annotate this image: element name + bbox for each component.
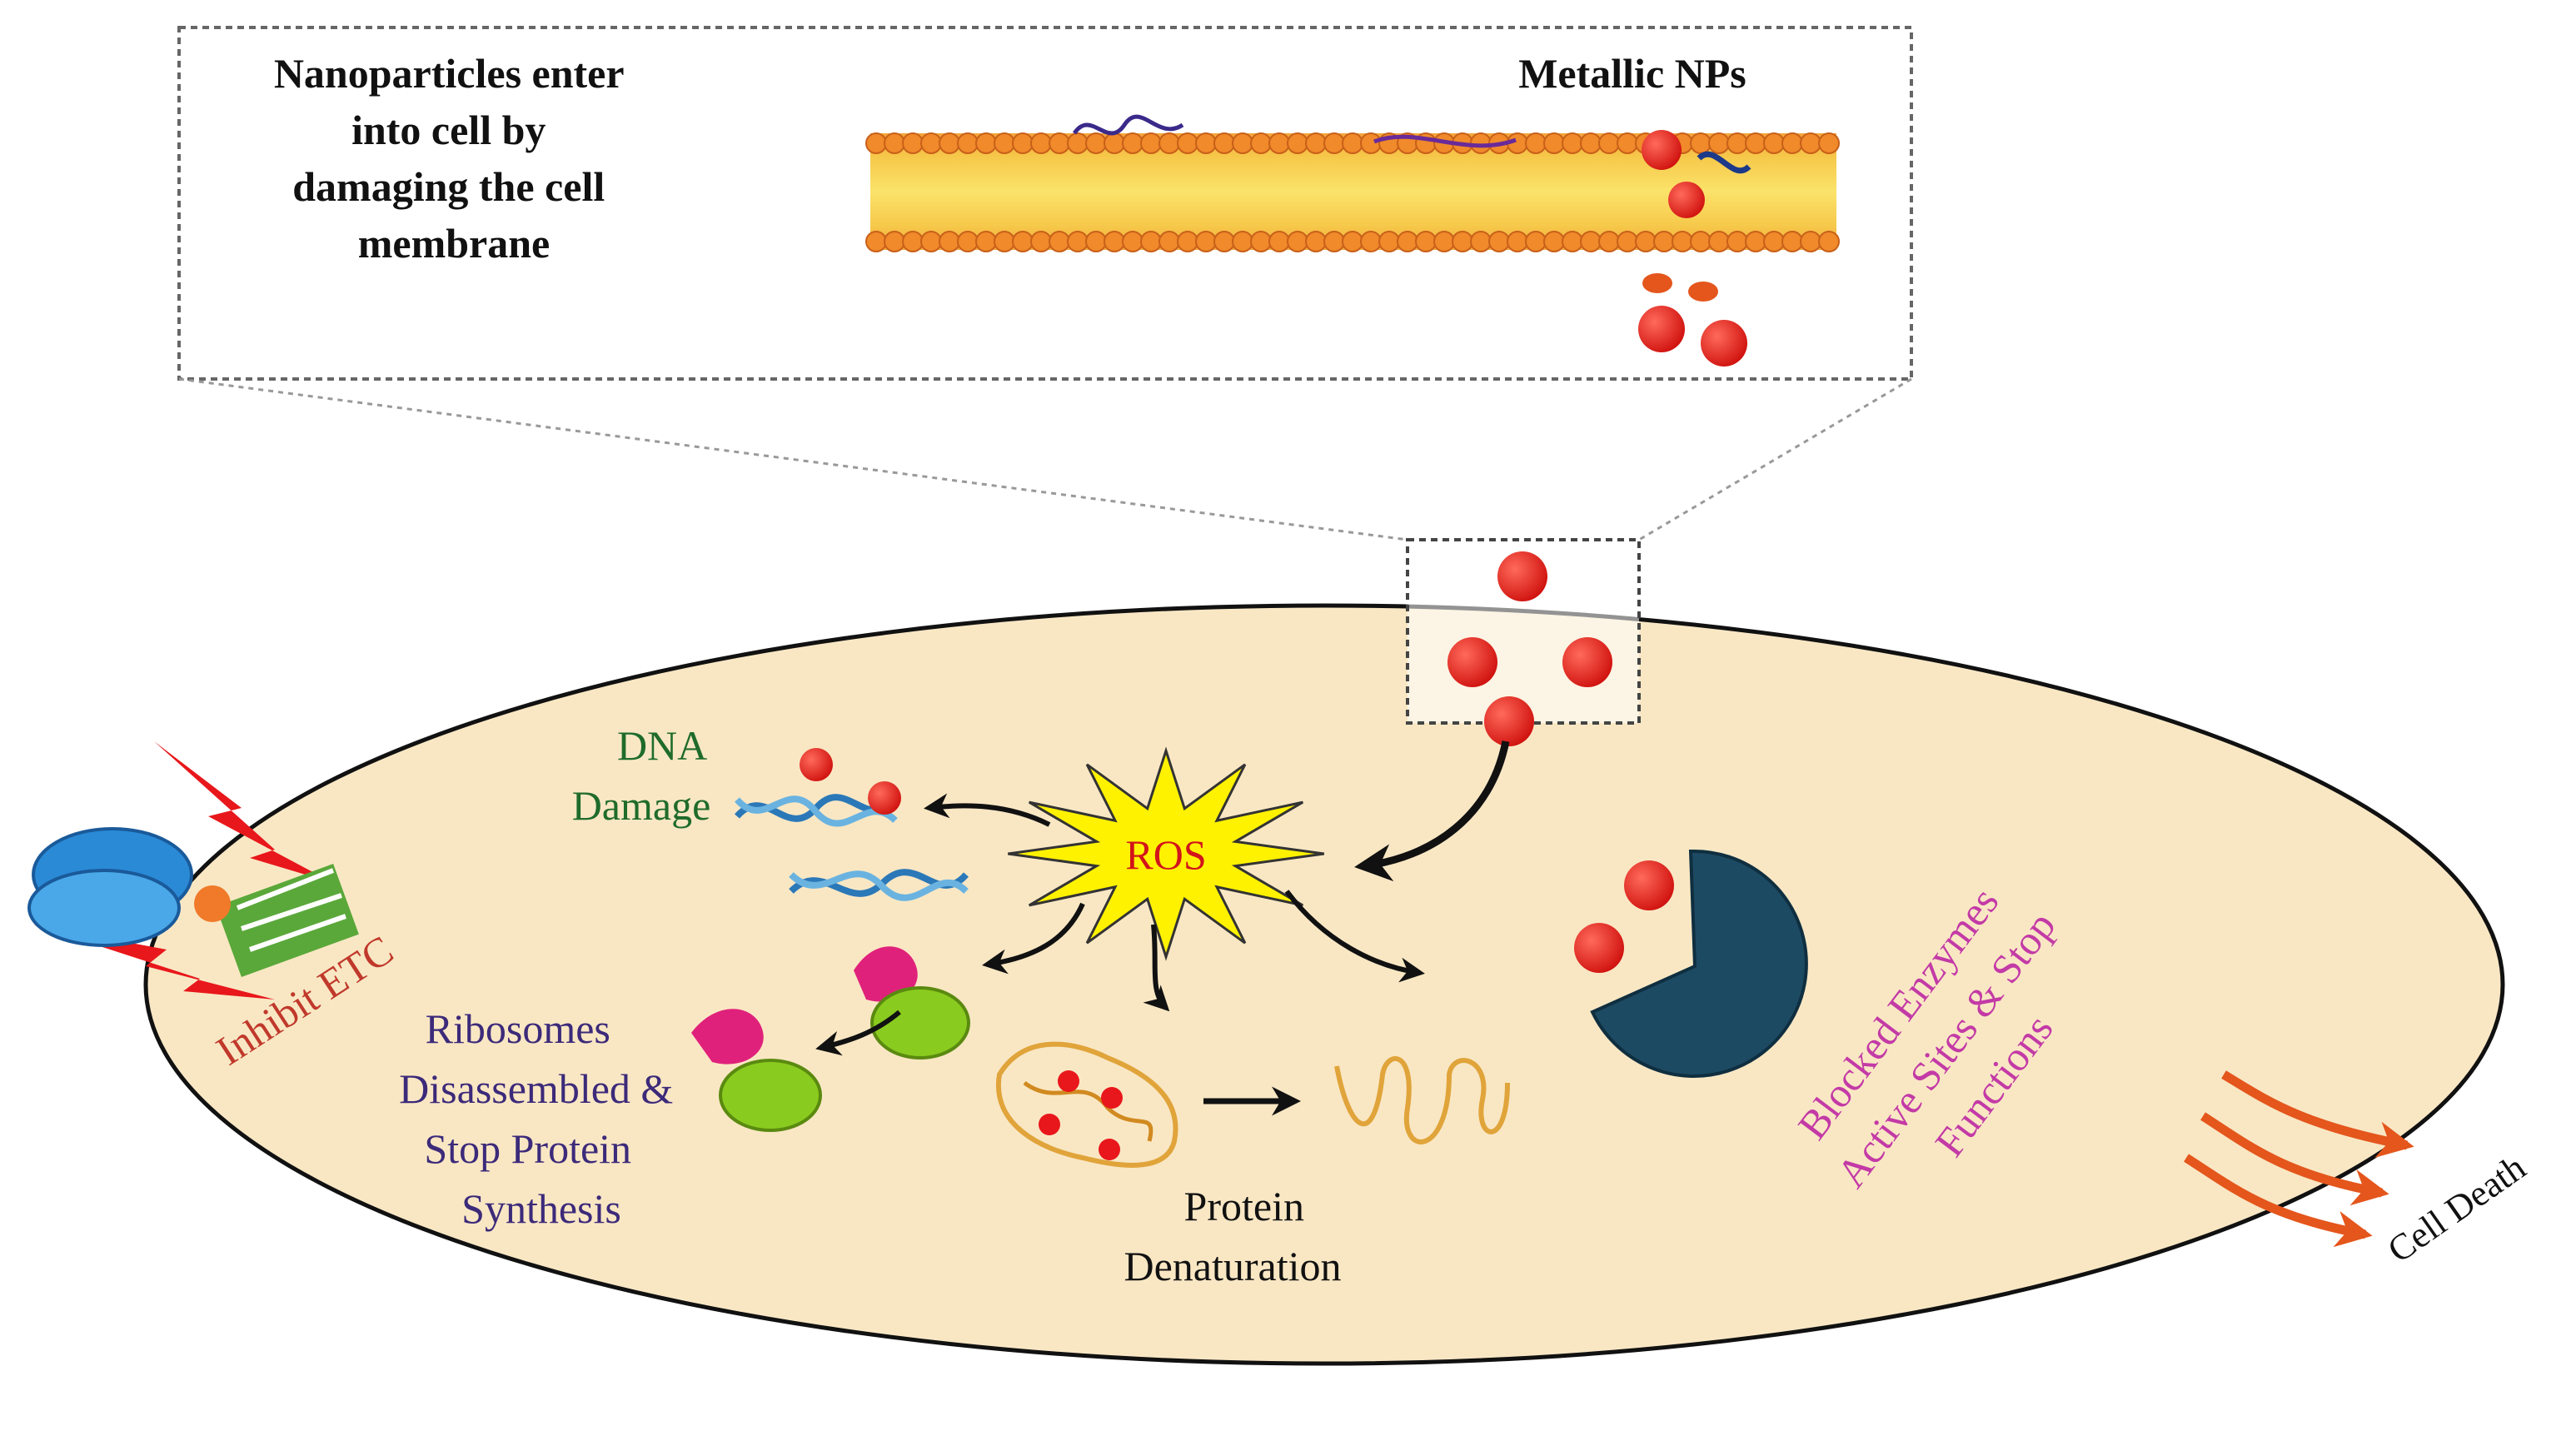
membrane-inset: Nanoparticles enter into cell by damagin… (177, 26, 1913, 541)
entry-text: Nanoparticles enter into cell by damagin… (274, 50, 634, 267)
enzyme-icon (1574, 849, 1808, 1078)
dna-damage-label: DNA Damage (572, 722, 715, 829)
membrane-debris (1688, 282, 1718, 302)
lipid-heads-top (865, 132, 1840, 154)
nanoparticle (1642, 130, 1682, 170)
ribosome-label: Ribosomes Disassembled & Stop Protein Sy… (399, 1005, 684, 1232)
ros-to-protein-arrow (1143, 924, 1170, 1012)
ros-burst (1008, 746, 1325, 961)
ros-to-dna-arrow (924, 793, 1051, 827)
nanoparticle (1447, 637, 1497, 687)
cell-death-label: Cell Death (2380, 1147, 2533, 1271)
unfolded-protein-icon (1334, 1056, 1510, 1144)
zoom-line-left (178, 377, 1408, 541)
nanoparticle (1484, 696, 1534, 746)
cell-body (143, 603, 2505, 1366)
metallic-nps-label: Metallic NPs (1518, 50, 1746, 97)
membrane-pore-proteins (1697, 151, 1751, 174)
ros-label: ROS (1125, 831, 1206, 878)
protein-denaturation-label: Protein Denaturation (1124, 1183, 1341, 1289)
ribosome-icon (691, 946, 970, 1132)
nanoparticle (1668, 182, 1705, 218)
nanoparticle (1638, 306, 1685, 352)
zoom-line-right (1638, 377, 1912, 541)
dna-helix-icon (734, 748, 969, 901)
nanoparticle (1562, 637, 1612, 687)
cell-death-arrows (2184, 1070, 2414, 1248)
etc-complex-icon (27, 741, 359, 1000)
entry-to-ros-arrow (1354, 740, 1510, 882)
lipid-heads-bottom (865, 231, 1840, 252)
ribosome-disassembly-arrow (815, 1010, 901, 1056)
membrane-protein-strands (1072, 114, 1184, 136)
ros-to-enzyme-arrow (1284, 890, 1425, 983)
nanoparticle (1497, 551, 1547, 601)
nanoparticle (1701, 320, 1747, 366)
ros-to-ribosome-arrow (982, 902, 1085, 975)
membrane-protein-strands-2 (1373, 134, 1517, 148)
membrane-debris (1642, 273, 1672, 293)
folded-protein-icon (995, 1041, 1178, 1168)
